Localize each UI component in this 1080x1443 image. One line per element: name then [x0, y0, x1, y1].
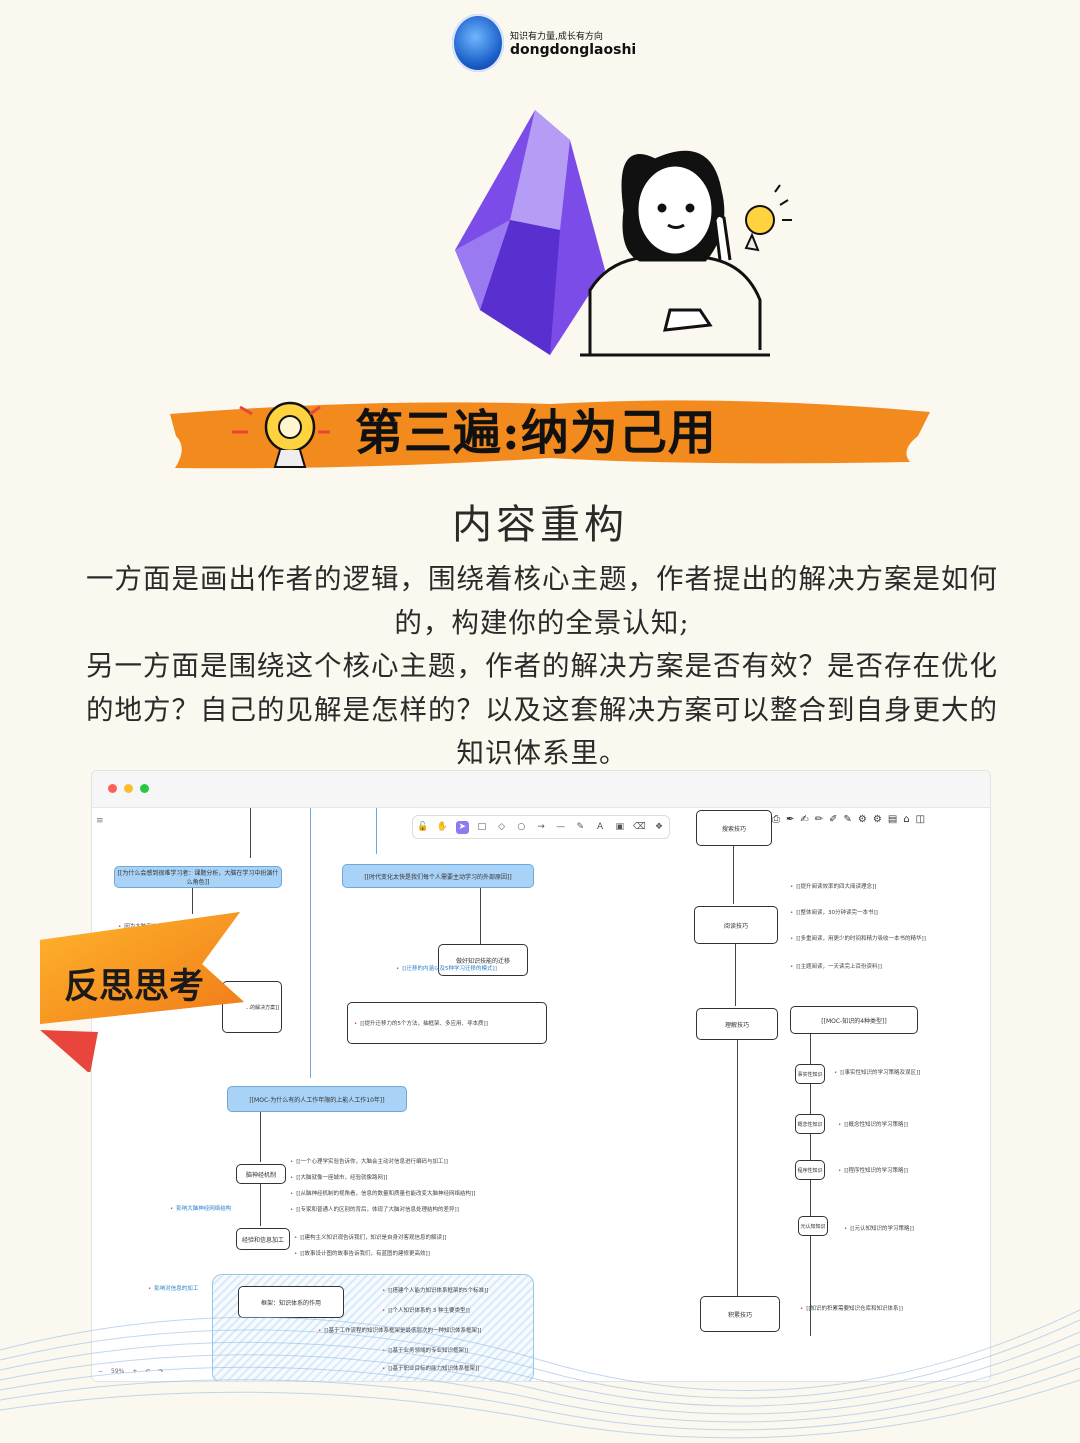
- text-icon[interactable]: A: [596, 822, 604, 832]
- pen-icon[interactable]: ✎: [576, 822, 585, 832]
- close-dot-icon[interactable]: [108, 784, 117, 793]
- maximize-dot-icon[interactable]: [140, 784, 149, 793]
- reflect-badge: [40, 912, 244, 1072]
- diamond-icon[interactable]: ◇: [498, 822, 506, 832]
- node-framework[interactable]: 框架：知识体系的作用: [238, 1286, 344, 1318]
- connector: [250, 808, 251, 858]
- neural-item-4[interactable]: [[专家和普通人的区别的背后，体现了大脑对信息处理结构的差异]]: [290, 1205, 459, 1213]
- brain-logo-icon: [452, 14, 504, 72]
- influence-info-label: 影响对信息的加工: [148, 1284, 198, 1292]
- lightbulb-coin-icon: [232, 401, 330, 468]
- node-moc-ai[interactable]: [[MOC-为什么有的人工作年限的上能人工作10年]]: [227, 1086, 407, 1112]
- canvas-area[interactable]: ≡ 🔓 ✋ ➤ □ ◇ ○ → — ✎ A ▣ ⌫ ❖ ⎙✒✍✏✐✎⚙⚙▤⌂◫ …: [92, 808, 990, 1381]
- connector: [192, 888, 193, 914]
- connector: [480, 888, 481, 946]
- node-concept[interactable]: 概念性知识: [795, 1114, 825, 1134]
- banner-title: 第三遍:纳为己用: [355, 405, 717, 461]
- arrow-icon[interactable]: →: [537, 822, 545, 832]
- neural-item-2[interactable]: [[大脑就像一座城市，经验就像路网]]: [290, 1173, 387, 1181]
- lightbulb-icon: [744, 184, 792, 252]
- library-icon[interactable]: ❖: [655, 822, 664, 832]
- node-neural[interactable]: 脑神经机制: [236, 1164, 286, 1184]
- node-era-change[interactable]: [[时代变化太快是我们每个人需要主动学习的外部原因]]: [342, 864, 534, 888]
- node-info-process[interactable]: 经验和信息加工: [236, 1228, 290, 1250]
- eraser-icon[interactable]: ⌫: [633, 822, 646, 832]
- menu-icon[interactable]: ≡: [96, 816, 104, 826]
- node-moc-types[interactable]: [[MOC-知识的4种类型]]: [790, 1006, 918, 1034]
- image-icon[interactable]: ▣: [615, 822, 624, 832]
- section-subtitle: 内容重构: [452, 502, 628, 548]
- node-fact[interactable]: 事实性知识: [795, 1064, 825, 1084]
- node-transfer-methods[interactable]: [[提升迁移力的5个方法，抽框架、多应用、寻本质]]: [347, 1002, 547, 1044]
- reading-item-3[interactable]: [[多重阅读，用更少的时间和精力吸收一本书的精华]]: [790, 934, 926, 942]
- node-accumulate[interactable]: 积累技巧: [700, 1296, 780, 1332]
- brand-tagline: 知识有力量,成长有方向: [510, 31, 603, 42]
- connector: [260, 1112, 261, 1162]
- fw-item-1[interactable]: [[搭建个人能力知识体系框架的5个标准]]: [382, 1286, 488, 1294]
- accumulate-item[interactable]: [[知识的积累需要知识仓库和知识体系]]: [800, 1304, 903, 1312]
- line-icon[interactable]: —: [556, 822, 566, 832]
- decorative-waves: [0, 1309, 1080, 1439]
- undo-icon[interactable]: ↶: [145, 1368, 151, 1375]
- minimize-dot-icon[interactable]: [124, 784, 133, 793]
- connector: [737, 1040, 738, 1296]
- info-item-1[interactable]: [[建构主义知识观告诉我们，知识是自身对客观信息的解读]]: [294, 1233, 446, 1241]
- node-left-box[interactable]: ...的解决方案]]: [222, 981, 282, 1033]
- node-transfer-item[interactable]: [[迁移的内涵以及5种学习迁移的模式]]: [396, 964, 497, 972]
- fact-item[interactable]: [[事实性知识的学习策略及误区]]: [834, 1068, 920, 1076]
- connector: [810, 1034, 811, 1336]
- section-paragraph: 一方面是画出作者的逻辑，围绕着核心主题，作者提出的解决方案是如何的，构建你的全景…: [84, 558, 1000, 776]
- fw-item-4[interactable]: [[基于业务领域的专业知识框架]]: [382, 1346, 468, 1354]
- concept-item[interactable]: [[概念性知识的学习策略]]: [838, 1120, 908, 1128]
- zoom-out-icon[interactable]: −: [98, 1368, 104, 1375]
- connector: [376, 808, 377, 854]
- fw-item-2[interactable]: [[个人知识体系的 3 种主要类型]]: [382, 1306, 470, 1314]
- lock-icon[interactable]: 🔓: [417, 822, 429, 832]
- obsidian-canvas-window: ≡ 🔓 ✋ ➤ □ ◇ ○ → — ✎ A ▣ ⌫ ❖ ⎙✒✍✏✐✎⚙⚙▤⌂◫ …: [91, 770, 991, 1382]
- reading-item-4[interactable]: [[主题阅读，一天读完上百份资料]]: [790, 962, 882, 970]
- neural-item-1[interactable]: [[一个心理学实验告诉你，大脑会主动对信息进行编码与加工]]: [290, 1157, 448, 1165]
- redo-icon[interactable]: ↷: [158, 1368, 164, 1375]
- connector: [735, 944, 736, 1006]
- canvas-toolbar: 🔓 ✋ ➤ □ ◇ ○ → — ✎ A ▣ ⌫ ❖: [412, 815, 670, 839]
- connector: [260, 1184, 261, 1226]
- fw-item-3[interactable]: [[基于工作流程的知识体系框架是最低层次的一种知识体系框架]]: [318, 1326, 481, 1334]
- right-toolbar-icons[interactable]: ⎙✒✍✏✐✎⚙⚙▤⌂◫: [772, 814, 932, 825]
- rectangle-icon[interactable]: □: [477, 822, 487, 832]
- reflect-label: 反思思考: [64, 966, 205, 1007]
- reading-item-1[interactable]: [[提升阅读效率的四大阅读理念]]: [790, 882, 876, 890]
- meta-item[interactable]: [[元认知知识的学习策略]]: [844, 1224, 914, 1232]
- title-banner-brush: [170, 400, 930, 469]
- woman-pointing-illustration: [580, 150, 770, 357]
- brand-name: dongdonglaoshi: [510, 41, 637, 58]
- connector: [310, 808, 311, 1078]
- obsidian-gem-icon: [455, 110, 605, 355]
- pointer-icon[interactable]: ➤: [455, 820, 469, 834]
- procedure-item[interactable]: [[程序性知识的学习策略]]: [838, 1166, 908, 1174]
- node-understand[interactable]: 理解技巧: [696, 1008, 778, 1040]
- zoom-level: 59%: [111, 1368, 125, 1375]
- paragraph-1: 一方面是画出作者的逻辑，围绕着核心主题，作者提出的解决方案是如何的，构建你的全景…: [86, 563, 998, 639]
- node-reading[interactable]: 阅读技巧: [694, 906, 778, 944]
- info-item-2[interactable]: [[故事设计图的故事告诉我们，有蓝图的建修更高效]]: [294, 1249, 430, 1257]
- influence-label: 影响大脑神经网络结构: [170, 1204, 231, 1212]
- hero-illustration: [455, 110, 792, 357]
- window-titlebar: [92, 771, 990, 808]
- hand-icon[interactable]: ✋: [436, 822, 449, 832]
- node-meta[interactable]: 元认知知识: [798, 1216, 828, 1236]
- connector: [733, 846, 734, 904]
- node-procedure[interactable]: 程序性知识: [795, 1160, 825, 1180]
- neural-item-3[interactable]: [[从脑神经机制的视角看，信息的数量和质量也能改变大脑神经网络结构]]: [290, 1189, 475, 1197]
- paragraph-2: 另一方面是围绕这个核心主题，作者的解决方案是否有效？是否存在优化的地方？自己的见…: [86, 650, 998, 769]
- node-search[interactable]: 搜索技巧: [696, 810, 772, 846]
- circle-icon[interactable]: ○: [517, 822, 526, 832]
- brand-header: 知识有力量,成长有方向 dongdonglaoshi: [452, 14, 636, 72]
- reading-item-2[interactable]: [[整体阅读，30分钟读完一本书]]: [790, 908, 878, 916]
- node-why-learn[interactable]: [[为什么会感到很难学习者：课题分析，大脑在学习中扮演什么角色]]: [114, 866, 282, 888]
